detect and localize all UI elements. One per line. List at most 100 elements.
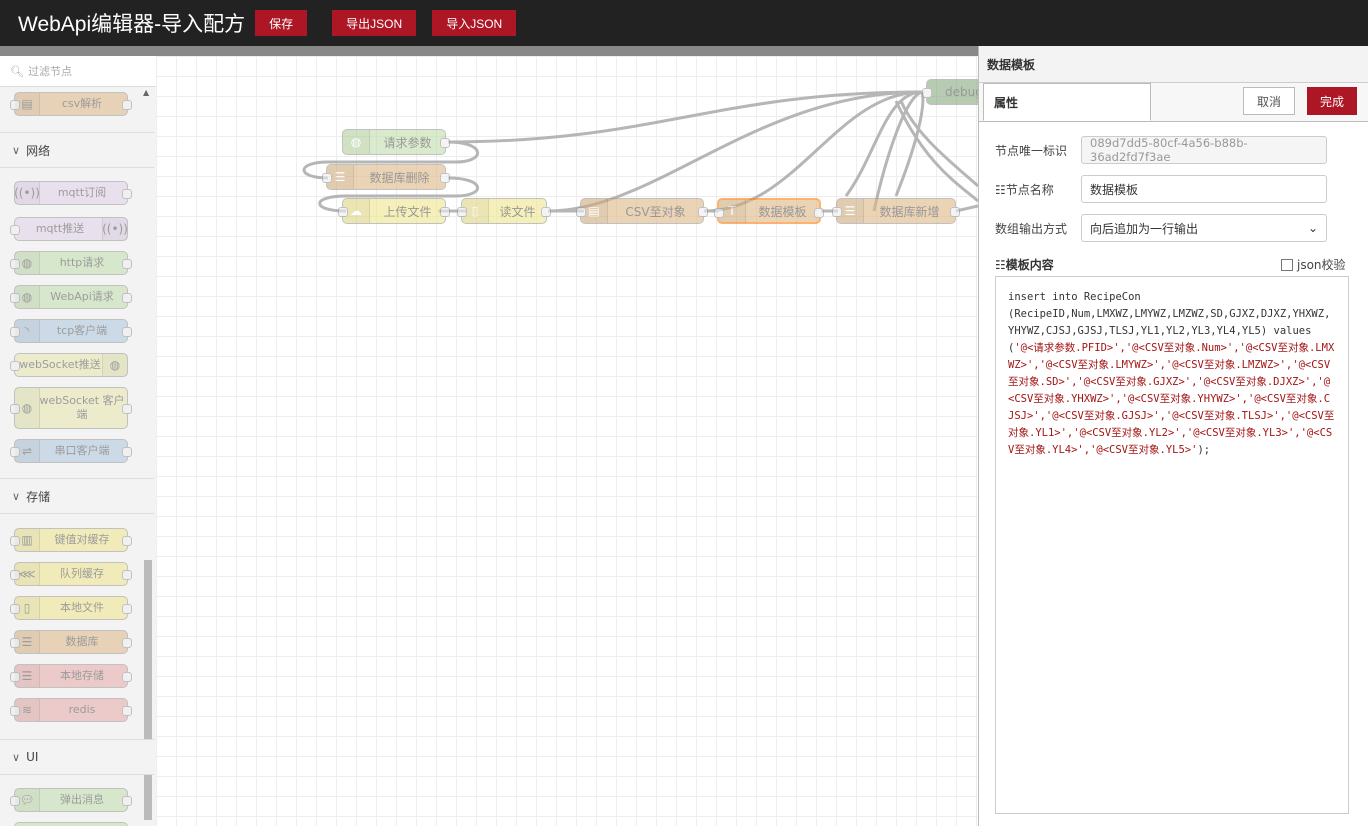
output-port[interactable]: [698, 207, 708, 217]
palette-node-redis[interactable]: ≋ redis: [10, 698, 132, 722]
palette-node-http[interactable]: ◍ http请求: [10, 251, 132, 275]
palette-node-websocket-out[interactable]: webSocket推送 ◍: [10, 353, 128, 377]
csv-file-icon: ▤: [15, 93, 40, 115]
chat-bubble-icon: 💬︎: [15, 789, 40, 811]
save-button[interactable]: 保存: [255, 10, 308, 36]
input-port[interactable]: [10, 638, 20, 648]
palette-node-partial[interactable]: [14, 822, 128, 826]
output-port[interactable]: [122, 604, 132, 614]
flow-node-csv-to-object[interactable]: ▤ CSV至对象: [576, 198, 708, 224]
output-port[interactable]: [122, 259, 132, 269]
node-name-input[interactable]: 数据模板: [1081, 175, 1327, 203]
cancel-button[interactable]: 取消: [1243, 87, 1295, 115]
template-editor[interactable]: insert into RecipeCon (RecipeID,Num,LMXW…: [995, 276, 1349, 814]
palette-node-queue-cache[interactable]: ⋘ 队列缓存: [10, 562, 132, 586]
palette-node-websocket-client[interactable]: ◍ webSocket 客户端: [10, 387, 132, 429]
flow-node-upload-file[interactable]: ☁ 上传文件: [338, 198, 450, 224]
flow-node-debug[interactable]: debug: [922, 79, 978, 105]
output-port[interactable]: [440, 173, 450, 183]
input-port[interactable]: [576, 207, 586, 217]
wire[interactable]: [447, 90, 923, 144]
input-port[interactable]: [10, 361, 20, 371]
tab-properties[interactable]: 属性: [983, 83, 1151, 121]
category-storage[interactable]: ∨ 存储: [0, 478, 154, 514]
input-port[interactable]: [832, 207, 842, 217]
flow-canvas[interactable]: debug ◍ 请求参数 ☰ 数据库删除 ☁ 上传文件 ▯ 读文件 ▤ CSV至…: [156, 56, 978, 826]
input-port[interactable]: [457, 207, 467, 217]
input-port[interactable]: [10, 225, 20, 235]
edit-panel: 数据模板 属性 取消 完成 节点唯一标识 089d7dd5-80cf-4a56-…: [978, 46, 1368, 826]
category-ui[interactable]: ∨ UI: [0, 739, 154, 775]
output-port[interactable]: [122, 796, 132, 806]
input-port[interactable]: [10, 796, 20, 806]
json-check-toggle[interactable]: json校验: [1281, 256, 1346, 273]
output-port[interactable]: [122, 100, 132, 110]
palette-node-mqtt-in[interactable]: ((•)) mqtt订阅: [14, 181, 132, 205]
scroll-up-icon[interactable]: ▲: [143, 88, 150, 97]
output-port[interactable]: [440, 138, 450, 148]
input-port[interactable]: [10, 604, 20, 614]
palette-node-local-file[interactable]: ▯ 本地文件: [10, 596, 132, 620]
input-port[interactable]: [10, 447, 20, 457]
palette-node-database[interactable]: ☰ 数据库: [10, 630, 132, 654]
checkbox[interactable]: [1281, 258, 1293, 271]
wire[interactable]: [302, 140, 479, 180]
flow-node-db-delete[interactable]: ☰ 数据库删除: [322, 164, 450, 190]
globe-icon: ◍: [15, 286, 40, 308]
wire[interactable]: [872, 90, 923, 212]
palette-node-local-storage[interactable]: ☰ 本地存储: [10, 664, 132, 688]
output-port[interactable]: [122, 638, 132, 648]
palette-scrollbar[interactable]: ▲: [142, 86, 154, 826]
input-port[interactable]: [322, 173, 332, 183]
output-port[interactable]: [122, 570, 132, 580]
wire[interactable]: [318, 176, 479, 213]
output-port[interactable]: [122, 536, 132, 546]
output-port[interactable]: [122, 706, 132, 716]
palette-node-csv[interactable]: ▤ csv解析: [10, 92, 132, 116]
output-port[interactable]: [122, 327, 132, 337]
output-port[interactable]: [122, 447, 132, 457]
scrollbar-thumb[interactable]: [144, 560, 152, 820]
palette-node-tcp[interactable]: ◝ tcp客户端: [10, 319, 132, 343]
flow-node-read-file[interactable]: ▯ 读文件: [457, 198, 551, 224]
export-json-button[interactable]: 导出JSON: [332, 10, 417, 36]
input-port[interactable]: [10, 293, 20, 303]
palette-node-serial[interactable]: ⇌ 串口客户端: [10, 439, 132, 463]
input-port[interactable]: [714, 208, 724, 218]
tag-icon: ☷: [995, 182, 1006, 197]
palette-node-kv-cache[interactable]: ▥ 键值对缓存: [10, 528, 132, 552]
flow-node-db-insert[interactable]: ☰ 数据库新增: [832, 198, 960, 224]
input-port[interactable]: [922, 88, 932, 98]
output-port[interactable]: [122, 293, 132, 303]
output-port[interactable]: [814, 208, 824, 218]
wire[interactable]: [894, 100, 978, 203]
input-port[interactable]: [10, 672, 20, 682]
output-port[interactable]: [122, 672, 132, 682]
input-port[interactable]: [10, 327, 20, 337]
output-port[interactable]: [541, 207, 551, 217]
palette-filter[interactable]: 🔍︎ 过滤节点: [0, 56, 156, 87]
wire[interactable]: [844, 90, 923, 197]
input-port[interactable]: [10, 404, 20, 414]
output-port[interactable]: [122, 404, 132, 414]
flow-node-request-params[interactable]: ◍ 请求参数: [342, 129, 450, 155]
output-port[interactable]: [122, 189, 132, 199]
output-port[interactable]: [950, 207, 960, 217]
input-port[interactable]: [10, 570, 20, 580]
output-port[interactable]: [440, 207, 450, 217]
output-mode-select[interactable]: 向后追加为一行输出 ⌄: [1081, 214, 1327, 242]
palette-node-webapi[interactable]: ◍ WebApi请求: [10, 285, 132, 309]
palette-node-popup[interactable]: 💬︎ 弹出消息: [10, 788, 132, 812]
input-port[interactable]: [338, 207, 348, 217]
done-button[interactable]: 完成: [1307, 87, 1357, 115]
flow-node-data-template[interactable]: T 数据模板: [714, 198, 824, 224]
category-network[interactable]: ∨ 网络: [0, 132, 154, 168]
wire[interactable]: [899, 100, 978, 188]
input-port[interactable]: [10, 100, 20, 110]
import-json-button[interactable]: 导入JSON: [432, 10, 517, 36]
input-port[interactable]: [10, 706, 20, 716]
chevron-down-icon: ∨: [12, 143, 21, 157]
palette-node-mqtt-out[interactable]: mqtt推送 ((•)): [10, 217, 128, 241]
input-port[interactable]: [10, 536, 20, 546]
input-port[interactable]: [10, 259, 20, 269]
